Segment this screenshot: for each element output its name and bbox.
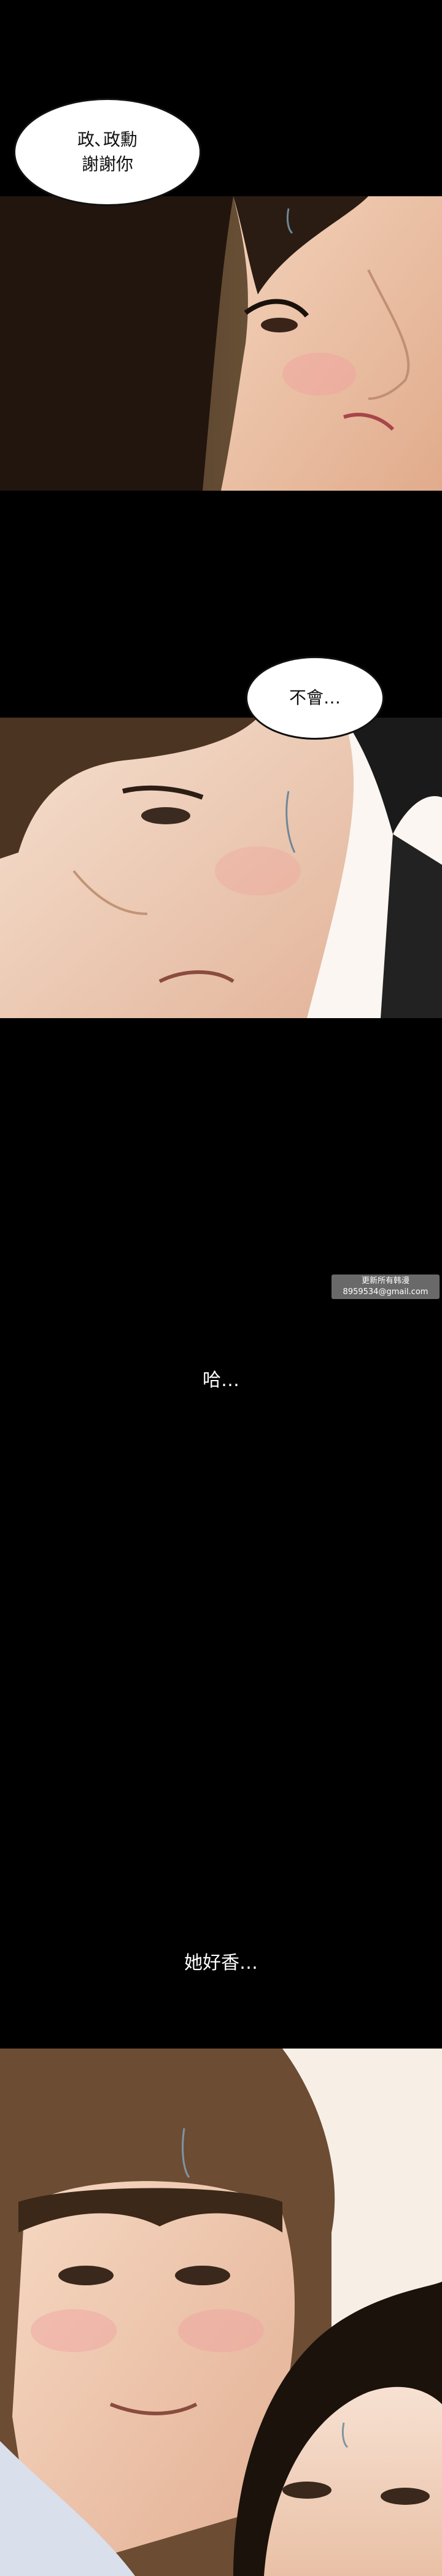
speech-bubble-no-problem: 不會… <box>246 656 384 740</box>
watermark-badge: 更新所有韩漫 8959534@gmail.com <box>332 1275 440 1299</box>
comic-panel-1 <box>0 196 442 491</box>
watermark-line-2: 8959534@gmail.com <box>343 1287 428 1297</box>
woman-profile-art <box>0 196 442 491</box>
man-face-art <box>0 718 442 1018</box>
speech-text-no-problem: 不會… <box>289 688 341 708</box>
caption-sigh: 哈… <box>203 1370 239 1391</box>
speech-bubble-thanks: 政､政勳 謝謝你 <box>14 98 201 206</box>
comic-panel-2 <box>0 718 442 1018</box>
speech-text-thanks: 政､政勳 謝謝你 <box>77 129 138 174</box>
watermark-line-1: 更新所有韩漫 <box>361 1276 409 1286</box>
couple-closeup-art <box>0 2049 442 2576</box>
caption-she-smells-nice: 她好香… <box>184 1952 258 1974</box>
comic-panel-3 <box>0 2049 442 2576</box>
